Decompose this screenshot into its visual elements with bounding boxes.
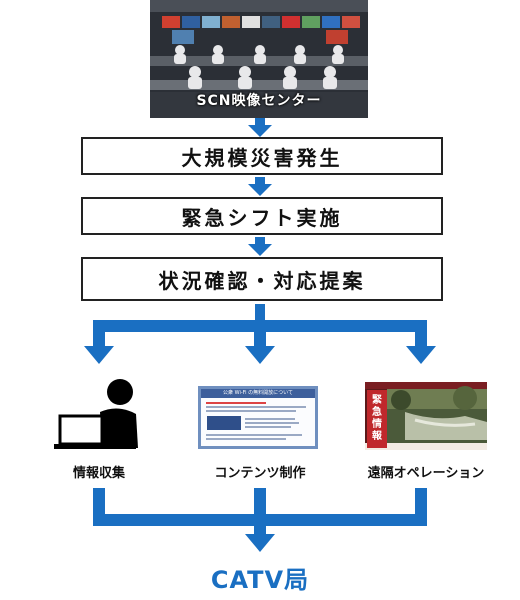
arrowhead-photo-step1 [248,125,272,137]
arrowhead-step2-step3 [248,244,272,256]
wifi-card-badge [207,416,241,430]
control-room-illustration [150,0,368,118]
flow-step-disaster: 大規模災害発生 [81,137,443,175]
branch-bar [93,320,427,332]
connector-photo-step1 [255,118,265,126]
branch-label-info: 情報収集 [72,466,125,481]
merge-bar [93,514,427,526]
connector-branch-middle [254,332,266,348]
arrowhead-branch-left [84,346,114,364]
destination-label: CATV局 [210,566,310,594]
emergency-alert-screen: 緊 急 情 報 [365,382,487,450]
river-scene [365,382,487,450]
connector-branch-left [93,320,105,348]
control-room-photo: SCN映像センター [150,0,368,118]
branch-label-remote: 遠隔オペレーション [367,466,485,481]
connector-step1-step2 [255,177,265,185]
arrowhead-merge-catv [245,534,275,552]
alert-badge: 緊 急 情 報 [367,390,387,448]
photo-caption: SCN映像センター [196,93,322,109]
arrowhead-branch-right [406,346,436,364]
connector-step3-branch [255,304,265,322]
arrowhead-step1-step2 [248,184,272,196]
person-computer-icon [54,379,138,449]
connector-merge-catv [254,526,266,536]
wifi-notice-card: 公衆 Wi-Fi の無料開放について [198,386,318,449]
arrowhead-branch-middle [245,346,275,364]
wifi-card-title: 公衆 Wi-Fi の無料開放について [201,389,315,398]
branch-label-content: コンテンツ制作 [214,466,306,481]
connector-step2-step3 [255,237,265,245]
flow-step-status-check: 状況確認・対応提案 [81,257,443,301]
flow-step-emergency-shift: 緊急シフト実施 [81,197,443,235]
connector-branch-right [415,320,427,348]
